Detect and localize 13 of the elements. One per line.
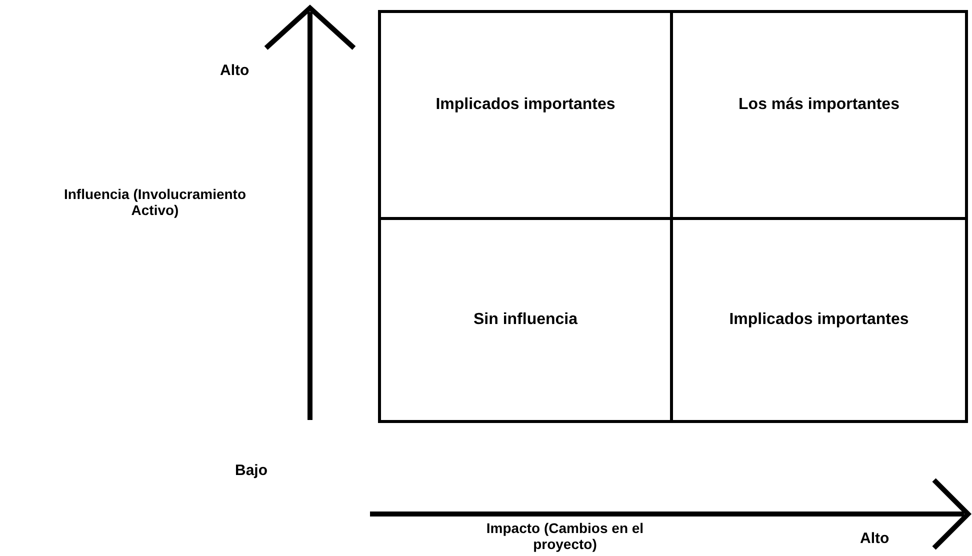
axis-level-label: Bajo bbox=[235, 462, 268, 480]
matrix-quadrant bbox=[670, 217, 968, 423]
matrix-quadrant bbox=[670, 10, 968, 220]
quadrant-label: Sin influencia bbox=[472, 310, 579, 330]
axis-title: Impacto (Cambios en el proyecto) bbox=[485, 520, 645, 552]
matrix-quadrant bbox=[378, 217, 673, 423]
axis-level-label: Alto bbox=[860, 530, 890, 548]
quadrant-label: Los más importantes bbox=[738, 95, 900, 115]
axis-title: Influencia (Involucramiento Activo) bbox=[62, 186, 248, 218]
matrix-quadrant bbox=[378, 10, 673, 220]
quadrant-label: Implicados importantes bbox=[728, 310, 910, 330]
axis-level-label: Alto bbox=[220, 62, 250, 80]
quadrant-label: Implicados importantes bbox=[434, 95, 616, 115]
